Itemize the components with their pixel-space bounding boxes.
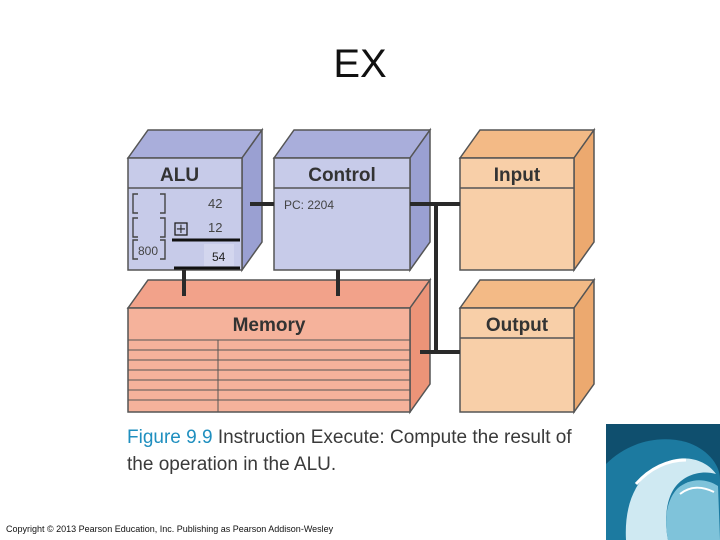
input-box: Input: [458, 127, 596, 273]
alu-result: 54: [212, 250, 226, 264]
copyright-footer: Copyright © 2013 Pearson Education, Inc.…: [6, 524, 334, 534]
output-box: Output: [458, 277, 596, 415]
figure-caption: Figure 9.9 Instruction Execute: Compute …: [127, 424, 597, 478]
alu-register-value-2: 12: [208, 220, 222, 235]
memory-label: Memory: [233, 315, 306, 336]
alu-box: ALU 800 + 42 12 54: [126, 127, 264, 273]
program-counter: PC: 2204: [284, 198, 334, 212]
figure: ALU 800 + 42 12 54 Con: [120, 120, 606, 475]
control-box: Control PC: 2204: [272, 127, 432, 273]
slide-title: EX: [333, 42, 387, 86]
operator-symbol: +: [176, 222, 187, 237]
alu-memory-value: 800: [138, 244, 158, 258]
figure-caption-text: Instruction Execute: Compute the result …: [127, 427, 572, 475]
alu-label: ALU: [160, 165, 199, 186]
alu-register-value-1: 42: [208, 196, 222, 211]
figure-label: Figure 9.9: [127, 427, 213, 448]
bus-lines: [182, 202, 460, 354]
wave-image: [606, 424, 720, 540]
input-label: Input: [494, 165, 541, 186]
computer-architecture-diagram: ALU 800 + 42 12 54 Con: [126, 127, 596, 415]
plus-operator-icon: [174, 222, 188, 236]
control-label: Control: [308, 165, 376, 186]
memory-box: Memory: [126, 277, 432, 415]
output-label: Output: [486, 315, 549, 336]
